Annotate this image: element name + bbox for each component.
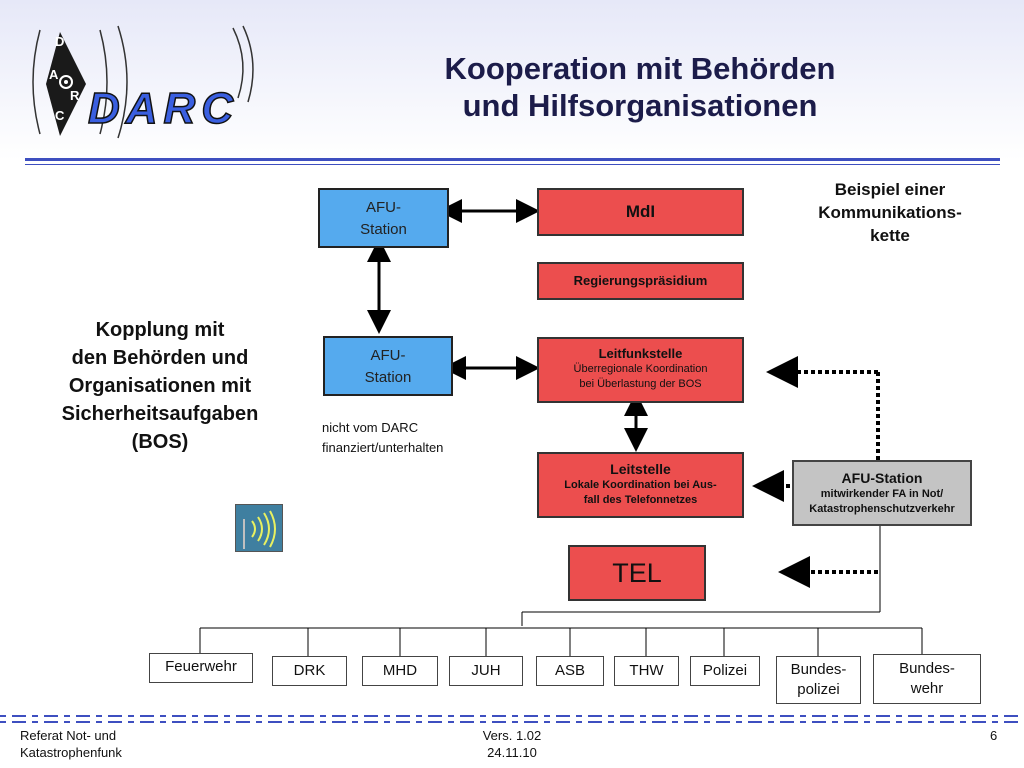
side-text-kopplung: Kopplung mit den Behörden und Organisati…: [61, 319, 259, 453]
org-mhd: MHD: [362, 656, 438, 686]
darc-logo: D A R C DARC: [28, 22, 258, 142]
org-drk: DRK: [272, 656, 347, 686]
footer-center: Vers. 1.02 24.11.10: [482, 728, 542, 760]
org-feuerwehr: Feuerwehr: [149, 653, 253, 683]
box-leitfunkstelle: Leitfunkstelle Überregionale Koordinatio…: [537, 337, 744, 403]
org-asb: ASB: [536, 656, 604, 686]
org-juh: JUH: [449, 656, 523, 686]
example-caption: Beispiel einer Kommunikations- kette: [818, 180, 962, 245]
footer-page-number: 6: [990, 728, 998, 743]
header-divider: [25, 158, 1000, 161]
header-divider-thin: [25, 164, 1000, 165]
logo-letter-d: D: [55, 34, 65, 49]
box-regierungspraesidium: Regierungspräsidium: [537, 262, 744, 300]
box-afu-station-right: AFU-Station mitwirkender FA in Not/ Kata…: [792, 460, 972, 526]
note-not-financed: nicht vom DARC finanziert/unterhalten: [322, 420, 444, 455]
footer-left: Referat Not- und Katastrophenfunk: [20, 728, 122, 760]
afu-station-mid: AFU- Station: [323, 336, 453, 396]
title-line-1: Kooperation mit Behörden: [444, 51, 836, 86]
org-bundeswehr: Bundes- wehr: [873, 654, 981, 704]
darc-logo-graphic: [32, 25, 254, 139]
box-mdi: MdI: [537, 188, 744, 236]
org-polizei: Polizei: [690, 656, 760, 686]
logo-letter-a: A: [49, 67, 59, 82]
box-tel: TEL: [568, 545, 706, 601]
footer-divider: [0, 715, 1024, 723]
afu-station-top: AFU- Station: [318, 188, 449, 248]
logo-letter-r: R: [70, 88, 80, 103]
box-leitstelle: Leitstelle Lokale Koordination bei Aus- …: [537, 452, 744, 518]
radio-waves-icon: [235, 504, 283, 552]
org-bundespolizei: Bundes- polizei: [776, 656, 861, 704]
org-thw: THW: [614, 656, 679, 686]
logo-wordmark: DARC: [87, 83, 240, 134]
logo-letter-c: C: [55, 108, 65, 123]
page-title: Kooperation mit Behörden und Hilfsorgani…: [360, 50, 920, 124]
title-line-2: und Hilfsorganisationen: [462, 88, 818, 123]
